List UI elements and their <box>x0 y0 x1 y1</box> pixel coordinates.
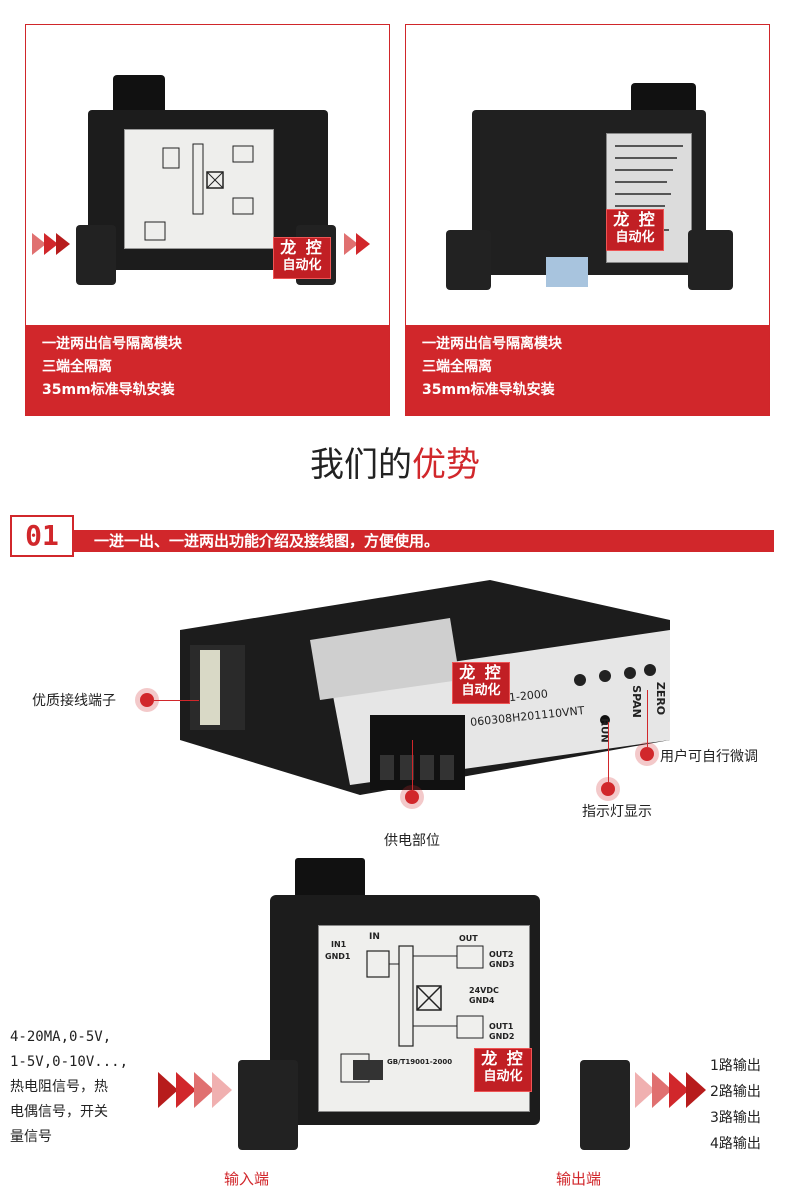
brand-line-1: 龙 控 <box>481 1049 525 1068</box>
callout-line <box>608 722 609 782</box>
callout-line <box>412 740 413 790</box>
feature-bar: 一进一出、一进两出功能介绍及接线图，方便使用。 <box>74 530 774 552</box>
wiring-diagram <box>340 945 484 1083</box>
brand-tag: 龙 控 自动化 <box>273 237 331 279</box>
feature-number: 01 <box>25 519 59 552</box>
rail-foot-left <box>238 1060 298 1150</box>
label-power: 供电部位 <box>384 833 440 849</box>
panel-caption: 一进两出信号隔离模块 三端全隔离 35mm标准导轨安装 <box>406 325 769 415</box>
callout-line <box>647 690 648 747</box>
chevron-icon <box>686 1072 706 1108</box>
input-signal-line: 1-5V,0-10V..., <box>10 1054 129 1070</box>
chevron-icon <box>344 233 358 255</box>
callout-line <box>154 700 199 701</box>
label-terminal: 优质接线端子 <box>32 693 116 709</box>
product-panel-left: 龙 控 自动化 一进两出信号隔离模块 三端全隔离 35mm标准导轨安装 <box>25 24 390 416</box>
chevron-icon <box>635 1072 655 1108</box>
chevron-icon <box>194 1072 214 1108</box>
input-signal-line: 量信号 <box>10 1129 52 1145</box>
output-end-label: 输出端 <box>556 1170 602 1188</box>
input-signals: 4-20MA,0-5V, 1-5V,0-10V..., 热电阻信号，热 电偶信号… <box>10 1025 160 1150</box>
callout-dot <box>405 790 419 804</box>
diagram-out2: OUT2 <box>489 950 514 959</box>
chevron-icon <box>56 233 70 255</box>
diagram-gnd2: GND2 <box>489 1032 515 1041</box>
chevron-icon <box>652 1072 672 1108</box>
brand-line-1: 龙 控 <box>280 238 324 257</box>
diagram-out1: OUT1 <box>489 1022 514 1031</box>
diagram-in1: IN1 <box>331 940 347 949</box>
caption-line: 35mm标准导轨安装 <box>42 382 175 398</box>
diagram-standard: GB/T19001-2000 <box>387 1058 453 1066</box>
feature-number-box: 01 <box>10 515 74 557</box>
diagram-out: OUT <box>459 934 478 943</box>
caption-line: 35mm标准导轨安装 <box>422 382 555 398</box>
input-signal-line: 4-20MA,0-5V, <box>10 1029 112 1045</box>
advantages-heading: 我们的优势 <box>0 440 790 490</box>
brand-line-1: 龙 控 <box>459 663 503 682</box>
rail-foot-left <box>76 225 116 285</box>
brand-tag: 龙 控 自动化 <box>474 1048 532 1092</box>
caption-line: 三端全隔离 <box>422 359 492 375</box>
input-signal-line: 热电阻信号，热 <box>10 1079 108 1095</box>
label-user-adjust: 用户可自行微调 <box>660 749 758 765</box>
caption-line: 一进两出信号隔离模块 <box>422 336 562 352</box>
panel-caption: 一进两出信号隔离模块 三端全隔离 35mm标准导轨安装 <box>26 325 389 415</box>
device-front-photo: 201-2000 060308H201110VNT SPAN ZERO RUN … <box>150 570 680 820</box>
brand-line-2: 自动化 <box>483 1069 523 1084</box>
output-line: 1路输出 <box>710 1058 761 1074</box>
chevron-icon <box>356 233 370 255</box>
brand-line-1: 龙 控 <box>613 210 657 229</box>
chevron-icon <box>32 233 46 255</box>
chevron-icon <box>176 1072 196 1108</box>
product-photo-front: 龙 控 自动化 <box>26 25 389 325</box>
caption-line: 一进两出信号隔离模块 <box>42 336 182 352</box>
device-front-shape <box>180 580 670 795</box>
chevron-icon <box>669 1072 689 1108</box>
input-signal-line: 电偶信号，开关 <box>10 1104 108 1120</box>
feature-text: 一进一出、一进两出功能介绍及接线图，方便使用。 <box>94 532 440 550</box>
rail-foot-right <box>688 230 733 290</box>
rail-foot-right <box>580 1060 630 1150</box>
diagram-gnd1: GND1 <box>325 952 351 961</box>
label-indicator: 指示灯显示 <box>582 804 652 820</box>
diagram-gnd4: GND4 <box>469 996 495 1005</box>
chevron-icon <box>44 233 58 255</box>
output-line: 4路输出 <box>710 1136 761 1152</box>
diagram-gnd3: GND3 <box>489 960 515 969</box>
span-print: SPAN <box>629 685 643 718</box>
chevron-icon <box>212 1072 232 1108</box>
heading-plain: 我们的 <box>310 445 412 485</box>
heading-accent: 优势 <box>412 445 480 485</box>
outputs-list: 1路输出 2路输出 3路输出 4路输出 <box>710 1053 786 1157</box>
wiring-label-plate <box>124 129 274 249</box>
callout-dot <box>640 747 654 761</box>
callout-dot <box>140 693 154 707</box>
rail-foot-left <box>446 230 491 290</box>
chevron-icon <box>158 1072 178 1108</box>
caption-line: 三端全隔离 <box>42 359 112 375</box>
diagram-in: IN <box>369 932 380 942</box>
wiring-diagram <box>144 143 254 241</box>
callout-dot <box>601 782 615 796</box>
input-end-label: 输入端 <box>224 1170 270 1188</box>
output-line: 3路输出 <box>710 1110 761 1126</box>
brand-line-2: 自动化 <box>615 230 655 245</box>
brand-line-2: 自动化 <box>282 258 322 273</box>
product-photo-side: 龙 控 自动化 <box>406 25 769 325</box>
product-panel-right: 龙 控 自动化 一进两出信号隔离模块 三端全隔离 35mm标准导轨安装 <box>405 24 770 416</box>
brand-line-2: 自动化 <box>461 683 501 698</box>
diagram-24vdc: 24VDC <box>469 986 499 995</box>
output-line: 2路输出 <box>710 1084 761 1100</box>
barcode-sticker <box>546 257 588 287</box>
brand-tag: 龙 控 自动化 <box>606 209 664 251</box>
brand-tag: 龙 控 自动化 <box>452 662 510 704</box>
zero-print: ZERO <box>654 681 668 716</box>
